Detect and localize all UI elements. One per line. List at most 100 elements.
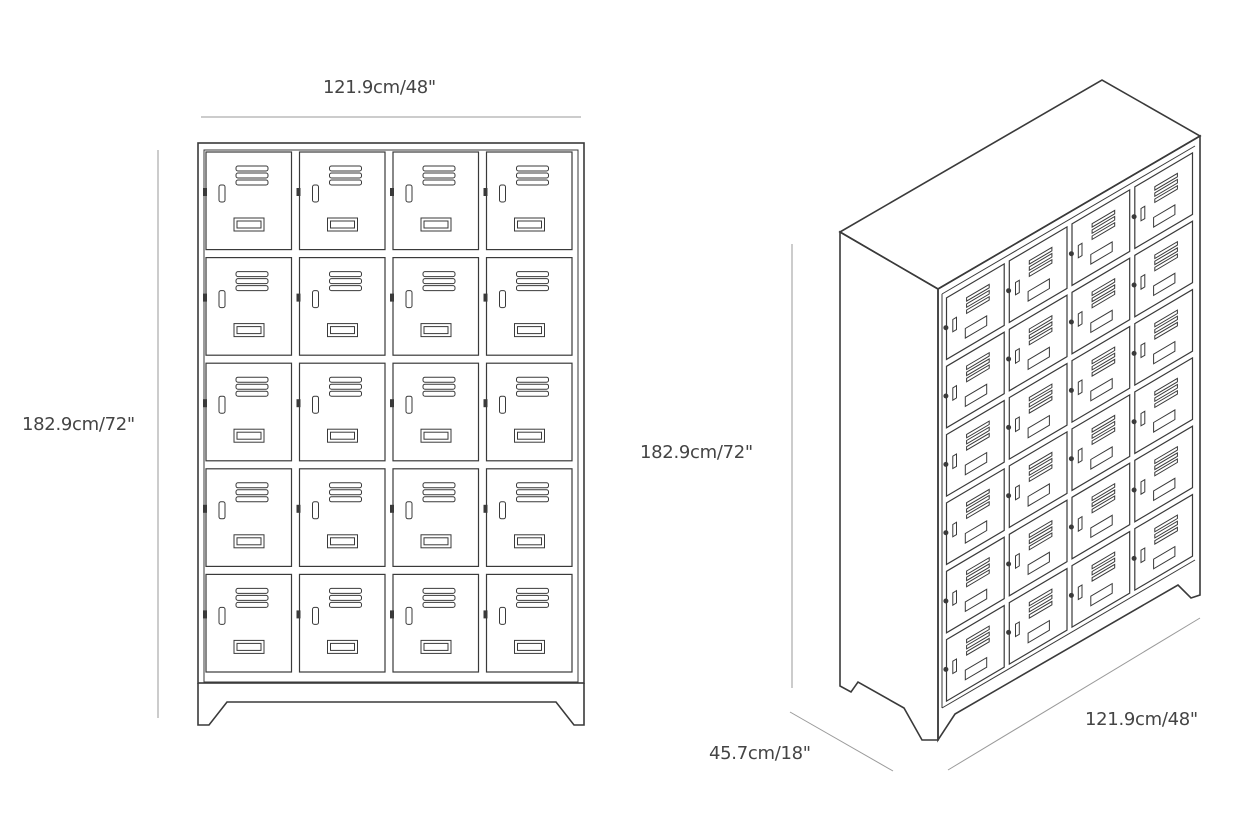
lock-latch [405, 501, 413, 520]
vent-slot [329, 278, 362, 285]
label-holder [514, 534, 545, 549]
vent-slot [1028, 321, 1053, 340]
vent-slot [1028, 451, 1053, 470]
vent-slot [329, 383, 362, 390]
vent-slot [966, 631, 990, 650]
vent-slot [1028, 594, 1053, 613]
hinge [1006, 288, 1012, 294]
vent-slot [966, 358, 990, 377]
vent-slot [1154, 445, 1178, 465]
vent-slot [966, 364, 990, 383]
iso-locker-door [1068, 530, 1131, 629]
lock-latch [952, 453, 957, 470]
lock-latch [952, 316, 957, 333]
vent-slot [1154, 240, 1178, 260]
lock-latch [1140, 273, 1146, 291]
front-locker-door [483, 573, 573, 673]
iso-locker-door [1131, 151, 1194, 250]
vent-slot [422, 482, 456, 489]
iso-locker-door [943, 399, 1005, 498]
lock-latch [218, 395, 226, 414]
lock-latch [499, 290, 506, 309]
hinge [1131, 282, 1137, 288]
vent-slot [516, 496, 549, 503]
lock-latch [1015, 347, 1020, 365]
label-holder [1153, 204, 1176, 228]
lock-latch [1077, 310, 1083, 328]
label-holder [964, 588, 988, 613]
vent-slot [329, 489, 362, 496]
vent-slot [966, 488, 990, 507]
vent-slot [1091, 346, 1116, 365]
lock-latch [1015, 621, 1020, 638]
lock-latch [1077, 515, 1083, 533]
iso-depth-label: 45.7cm/18" [709, 743, 811, 764]
vent-slot [966, 563, 990, 582]
vent-slot [1091, 482, 1116, 502]
vent-slot [1154, 315, 1178, 334]
vent-slot [1154, 383, 1178, 403]
hinge [1068, 387, 1074, 393]
vent-slot [329, 285, 362, 292]
vent-slot [516, 179, 549, 186]
vent-slot [516, 172, 549, 179]
label-holder [1027, 619, 1050, 644]
iso-locker-door [943, 467, 1005, 566]
iso-locker-door [943, 604, 1005, 703]
vent-slot [422, 165, 456, 172]
iso-height-label: 182.9cm/72" [640, 442, 753, 463]
front-locker-door [390, 257, 480, 356]
vent-slot [966, 500, 990, 520]
lock-latch [1077, 242, 1083, 259]
vent-slot [422, 383, 456, 390]
iso-locker-door [1006, 362, 1068, 461]
label-holder [233, 217, 265, 232]
vent-slot [516, 390, 549, 397]
hinge [296, 188, 301, 196]
front-locker-door [483, 468, 573, 567]
label-holder [420, 639, 452, 654]
vent-slot [1154, 520, 1178, 539]
vent-slot [966, 283, 990, 302]
vent-slot [1028, 327, 1053, 346]
lock-latch [1140, 410, 1146, 427]
iso-locker-door [1131, 493, 1194, 592]
vent-slot [1154, 184, 1178, 204]
vent-slot [422, 587, 456, 594]
lock-latch [1077, 379, 1083, 396]
lock-latch [952, 589, 957, 607]
vent-slot [235, 278, 269, 285]
vent-slot [1028, 252, 1053, 272]
hinge [1068, 251, 1074, 257]
label-holder [1027, 346, 1050, 371]
vent-slot [516, 285, 549, 292]
label-holder [1090, 582, 1113, 607]
vent-slot [235, 601, 269, 608]
vent-slot [1091, 414, 1116, 433]
hinge [1006, 561, 1012, 567]
hinge [296, 610, 301, 619]
hinge [296, 504, 301, 513]
lock-latch [1140, 205, 1146, 222]
vent-slot [329, 601, 362, 608]
vent-slot [1091, 215, 1116, 235]
hinge [203, 188, 207, 196]
vent-slot [422, 376, 456, 383]
vent-slot [235, 482, 269, 489]
hinge [1131, 214, 1137, 220]
hinge [203, 610, 207, 619]
hinge [390, 504, 394, 513]
lock-latch [312, 395, 319, 414]
vent-slot [1028, 463, 1053, 483]
label-holder [420, 323, 452, 338]
lock-latch [1077, 447, 1083, 464]
front-locker-door [203, 468, 293, 567]
label-holder [1090, 514, 1113, 539]
vent-slot [1154, 458, 1178, 477]
hinge [1131, 419, 1137, 425]
vent-slot [1091, 557, 1116, 576]
lock-latch [405, 606, 413, 625]
label-holder [233, 428, 265, 443]
vent-slot [235, 179, 269, 186]
